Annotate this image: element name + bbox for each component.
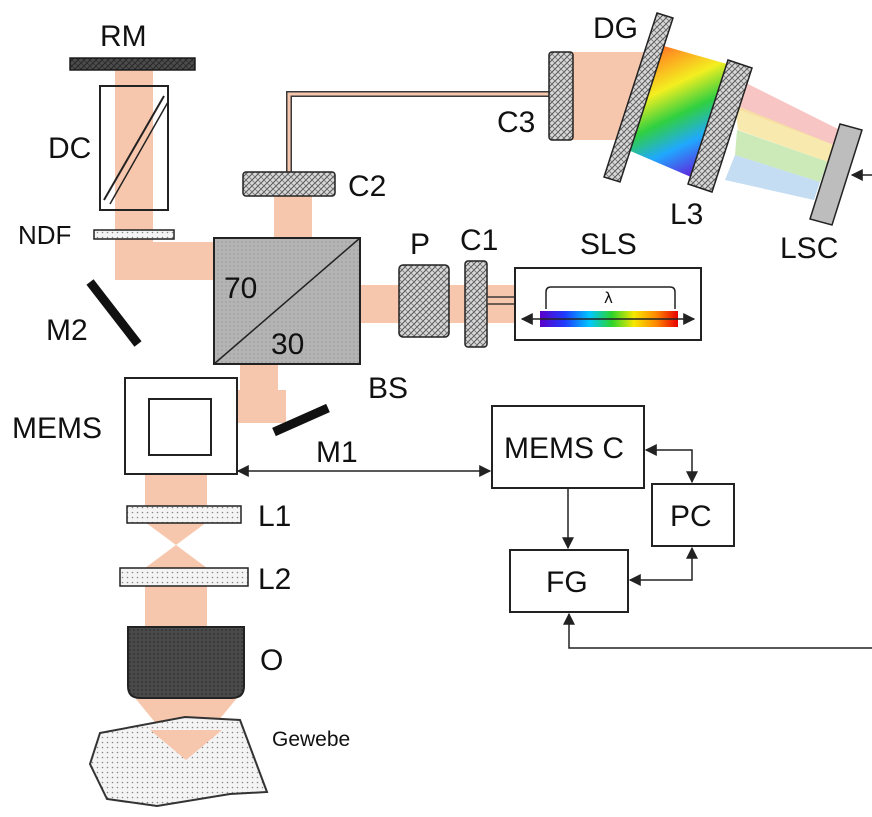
objective-lens (127, 626, 245, 699)
bs-ratio-top: 70 (224, 272, 257, 305)
beam-spectrum-red (730, 75, 840, 145)
beam-c2-vertical (274, 195, 312, 240)
dc-label: DC (48, 132, 91, 165)
camera-to-fg-link (563, 612, 872, 649)
bs-ratio-bottom: 30 (271, 328, 304, 361)
mems-controller-label: MEMS C (504, 432, 624, 465)
lsc-label: LSC (780, 232, 838, 265)
lens-l3 (687, 59, 753, 193)
l3-label: L3 (670, 198, 703, 231)
ndf-label: NDF (18, 220, 71, 250)
mems-controller-box (491, 405, 645, 489)
fg-label: FG (546, 566, 588, 599)
polarizer (398, 264, 450, 338)
beam-l2-to-objective (145, 585, 207, 627)
pc-fg-link (628, 546, 698, 586)
diffraction-grating (603, 12, 674, 183)
lambda-symbol: λ (604, 289, 613, 307)
o-label: O (260, 644, 283, 677)
pc-box (651, 483, 735, 547)
c1-label: C1 (460, 224, 498, 257)
beam-reference-horizontal (115, 242, 220, 280)
dg-label: DG (593, 12, 638, 45)
tissue-sample (88, 715, 269, 808)
p-label: P (410, 228, 430, 261)
sls-lambda-bracket (545, 286, 676, 309)
beam-into-tissue (150, 730, 222, 760)
beam-sample-horizontal (236, 390, 286, 423)
lens-l1 (126, 505, 242, 524)
bs-label: BS (368, 372, 408, 405)
tissue-label: Gewebe (272, 728, 350, 751)
sls-label: SLS (580, 228, 637, 261)
function-generator-box (509, 549, 629, 613)
c3-label: C3 (497, 106, 535, 139)
controller-pc-link (644, 444, 698, 484)
mems-scanner-mirror (148, 398, 212, 456)
beam-spectrum-green (735, 130, 828, 182)
pc-label: PC (670, 500, 712, 533)
mems-label: MEMS (12, 412, 102, 445)
signal-connections (236, 444, 872, 649)
lens-l2 (119, 567, 249, 587)
fiber-c2-c3-core (287, 92, 550, 172)
l1-label: L1 (258, 500, 291, 533)
neutral-density-filter (93, 229, 175, 240)
c2-label: C2 (348, 170, 386, 203)
collimator-c3 (548, 51, 574, 141)
beam-l2-expand (145, 545, 207, 568)
collimator-c2 (242, 171, 336, 197)
rm-label: RM (100, 20, 147, 53)
mirror-m1 (272, 403, 330, 437)
beam-l1-focus (145, 522, 207, 545)
line-scan-camera (809, 123, 863, 226)
dispersion-compensator (99, 85, 169, 211)
collimator-c1 (464, 260, 488, 348)
mirror-m2 (86, 279, 142, 347)
m2-label: M2 (46, 314, 88, 347)
beam-spectrum-blue (725, 155, 820, 200)
l2-label: L2 (258, 563, 291, 596)
beam-mems-down (145, 475, 207, 507)
beam-spectrum-yellow (735, 105, 834, 162)
m1-label: M1 (316, 436, 358, 469)
